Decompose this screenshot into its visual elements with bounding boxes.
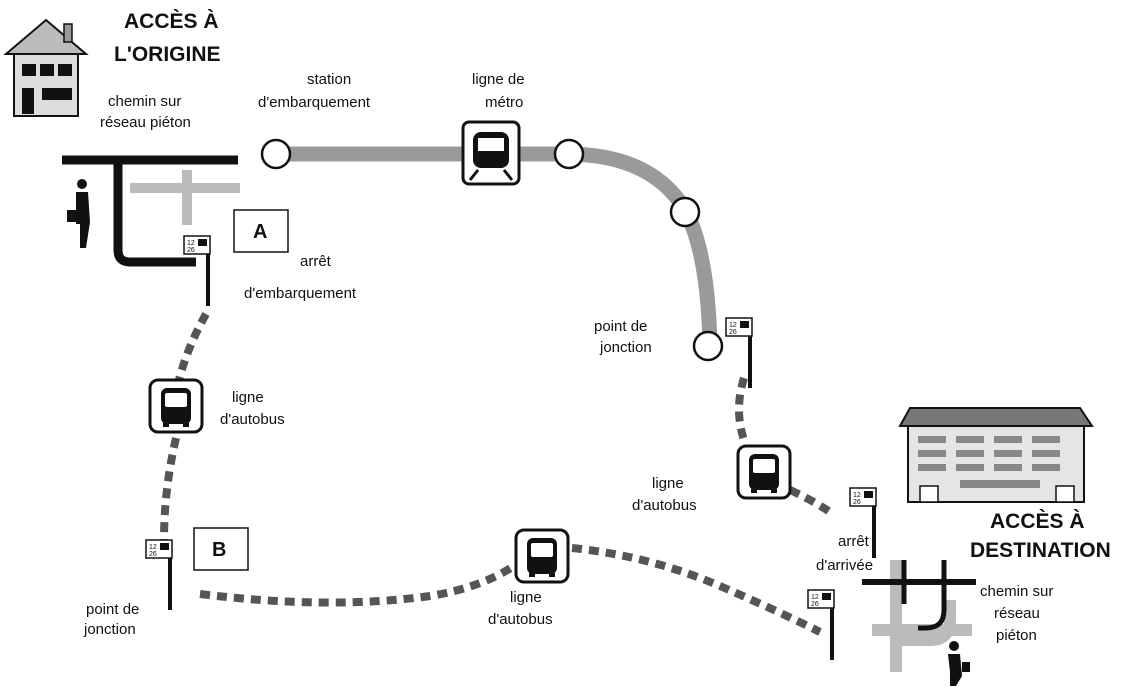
bottom-stop-sign-icon [807,589,835,661]
stop-b-label-line1: point de [86,601,139,618]
pedestrian-icon-destination [948,641,970,686]
origin-footpath-network [62,155,240,267]
stop-a-label-line1: arrêt [300,253,332,270]
metro-junction-line1: point de [594,318,647,335]
bus-bottom-label-line1: ligne [510,589,542,606]
bus-icon [148,378,204,434]
bus-right-label-line2: d'autobus [632,497,697,514]
arrival-label-line2: d'arrivée [816,557,873,574]
metro-train-icon [461,120,521,186]
bus-route-right [735,376,833,516]
stop-b-sign-icon [145,539,173,611]
stop-b-letter: B [212,539,226,561]
bus-left-label-line2: d'autobus [220,411,285,428]
bus-right-label-line1: ligne [652,475,684,492]
boarding-station-line2: d'embarquement [258,94,371,111]
pedestrian-icon-origin [67,179,90,248]
bus-left-label-line1: ligne [232,389,264,406]
bus-bottom-label-line2: d'autobus [488,611,553,628]
origin-footpath-line2: réseau piéton [100,114,191,131]
stop-b-box [193,527,249,571]
metro-junction-line2: jonction [599,339,652,356]
destination-footpath-line2: réseau [994,605,1040,622]
metro-junction-circle [692,330,724,362]
metro-line-label-line2: métro [485,94,523,111]
house-icon [3,18,89,117]
origin-footpath-line1: chemin sur [108,93,181,110]
stop-a-label-line2: d'embarquement [244,285,357,302]
boarding-station-circle [260,138,292,170]
stop-a-sign-icon [183,235,211,307]
destination-footpath-line1: chemin sur [980,583,1053,600]
metro-station-circle [669,196,701,228]
bus-route-bottom [199,544,822,636]
office-building-icon [898,407,1094,503]
bus-icon [514,528,570,584]
destination-footpath-line3: piéton [996,627,1037,644]
metro-station-circle [553,138,585,170]
origin-title-line1: ACCÈS À [124,10,219,33]
origin-title-line2: L'ORIGINE [114,43,221,66]
junction-stop-sign-icon [725,317,753,389]
bus-icon [736,444,792,500]
destination-footpath-network [862,560,976,672]
stop-a-box [233,209,289,253]
destination-title-line2: DESTINATION [970,539,1111,562]
boarding-station-line1: station [307,71,351,88]
metro-line-label-line1: ligne de [472,71,525,88]
bus-route-left [160,312,210,541]
stop-b-label-line2: jonction [83,621,136,638]
arrival-label-line1: arrêt [838,533,870,550]
destination-title-line1: ACCÈS À [990,510,1085,533]
stop-a-letter: A [253,221,267,243]
